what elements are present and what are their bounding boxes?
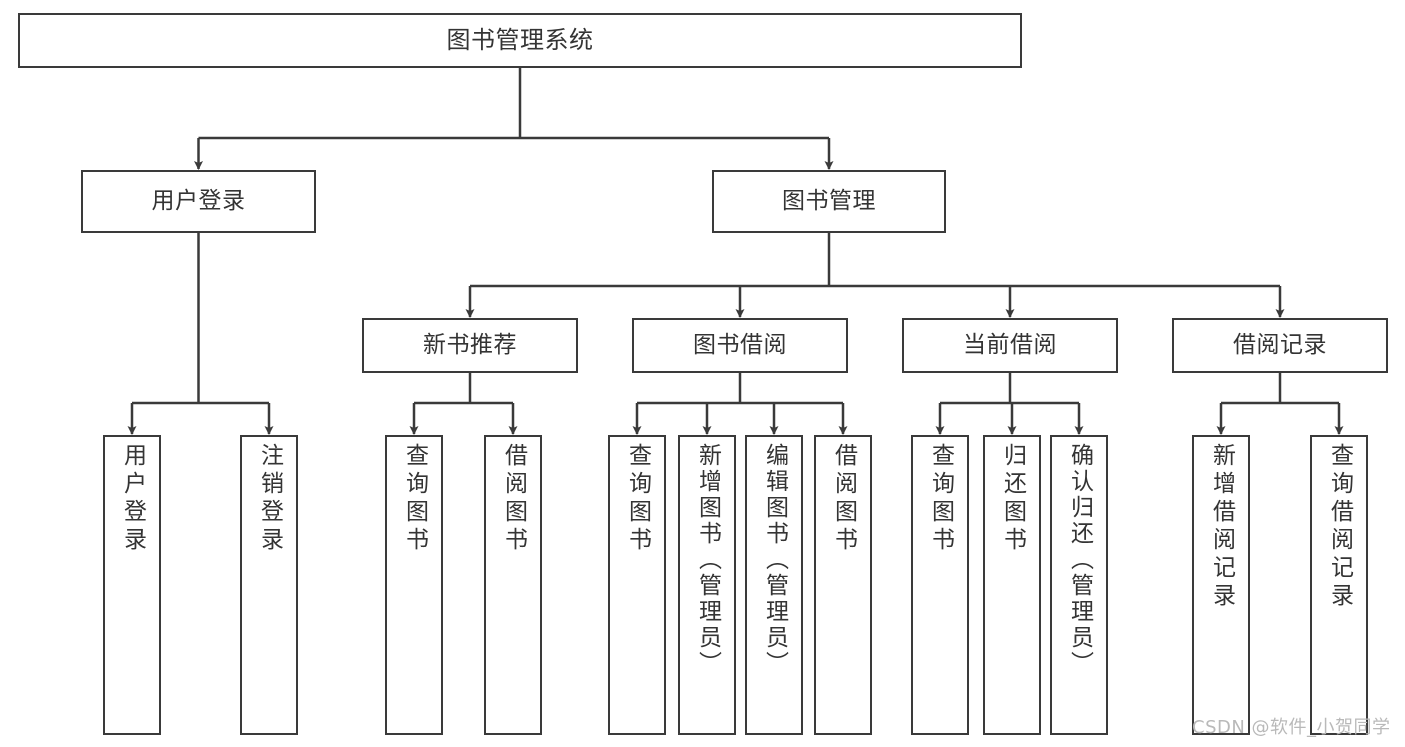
node-borrow: 图书借阅 (632, 318, 848, 373)
node-records: 借阅记录 (1172, 318, 1388, 373)
node-l-nb-query: 查询图书 (385, 435, 443, 735)
node-l-bo-edit: 编辑图书（管理员） (745, 435, 803, 735)
node-l-nb-borrow: 借阅图书 (484, 435, 542, 735)
node-label: 图书管理系统 (446, 26, 594, 55)
node-l-re-add: 新增借阅记录 (1192, 435, 1250, 735)
node-label: 查询图书 (927, 443, 954, 555)
node-label: 图书借阅 (693, 331, 787, 358)
node-label: 编辑图书（管理员） (761, 443, 788, 677)
edge-layer (127, 68, 1344, 435)
node-label: 借阅图书 (830, 443, 857, 555)
node-l-cu-query: 查询图书 (911, 435, 969, 735)
node-l-re-query: 查询借阅记录 (1310, 435, 1368, 735)
node-l-logout: 注销登录 (240, 435, 298, 735)
node-label: 查询图书 (401, 443, 428, 555)
node-login: 用户登录 (81, 170, 316, 233)
node-l-bo-query: 查询图书 (608, 435, 666, 735)
node-label: 新增图书（管理员） (694, 443, 721, 677)
node-label: 查询图书 (624, 443, 651, 555)
csdn-watermark: CSDN @软件_小贺同学 (1192, 717, 1391, 738)
node-label: 新书推荐 (423, 331, 517, 358)
node-label: 注销登录 (256, 443, 283, 555)
node-label: 图书管理 (782, 187, 876, 214)
node-label: 归还图书 (999, 443, 1026, 555)
node-label: 借阅图书 (500, 443, 527, 555)
node-l-cu-return: 归还图书 (983, 435, 1041, 735)
node-label: 用户登录 (151, 187, 246, 214)
node-l-bo-lend: 借阅图书 (814, 435, 872, 735)
node-root: 图书管理系统 (18, 13, 1022, 68)
node-label: 新增借阅记录 (1208, 443, 1235, 611)
node-newbook: 新书推荐 (362, 318, 578, 373)
node-current: 当前借阅 (902, 318, 1118, 373)
node-bookmgmt: 图书管理 (712, 170, 946, 233)
node-l-cu-confirm: 确认归还（管理员） (1050, 435, 1108, 735)
node-label: 借阅记录 (1233, 331, 1327, 358)
node-label: 查询借阅记录 (1326, 443, 1353, 611)
node-l-login: 用户登录 (103, 435, 161, 735)
node-label: 确认归还（管理员） (1066, 443, 1093, 677)
node-label: 当前借阅 (963, 331, 1057, 358)
node-label: 用户登录 (119, 443, 146, 555)
node-l-bo-add: 新增图书（管理员） (678, 435, 736, 735)
